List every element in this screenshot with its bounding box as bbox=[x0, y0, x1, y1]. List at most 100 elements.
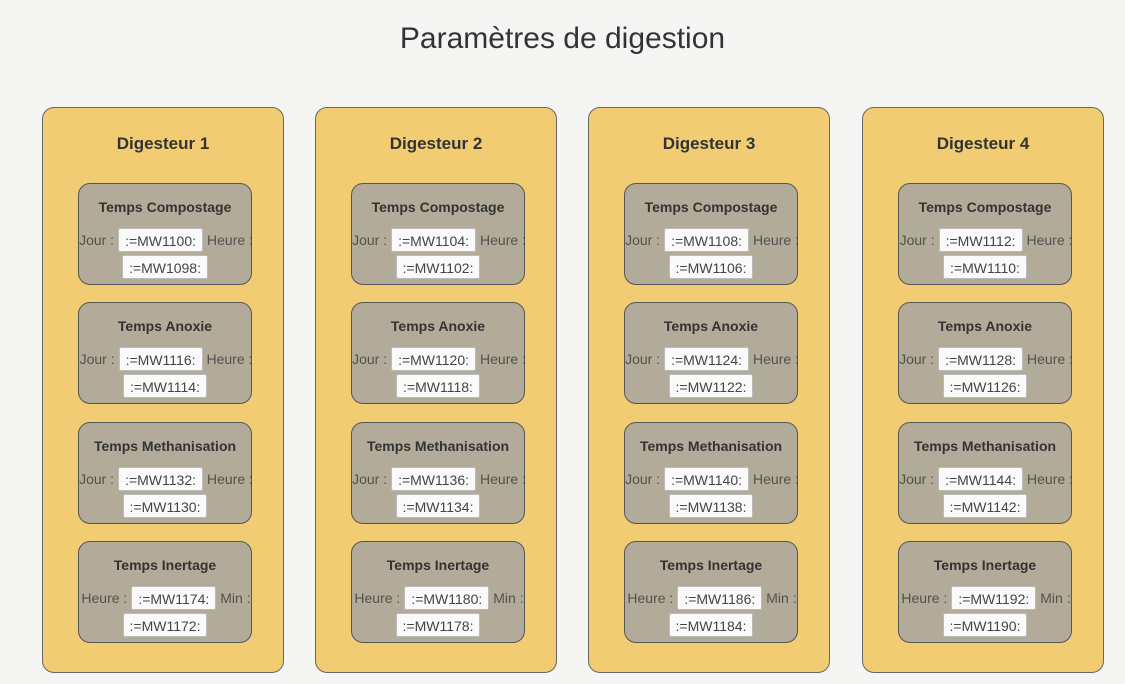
digester-panel-4: Digesteur 4 Temps Compostage Jour : :=MW… bbox=[862, 107, 1104, 673]
digester-title: Digesteur 4 bbox=[936, 134, 1030, 153]
param-box-compostage: Temps Compostage Jour : :=MW1108: Heure … bbox=[624, 183, 799, 285]
value-field[interactable]: :=MW1122: bbox=[668, 374, 754, 398]
value-field[interactable]: :=MW1118: bbox=[396, 374, 480, 398]
value-field[interactable]: :=MW1102: bbox=[395, 255, 481, 279]
param-title: Temps Methanisation bbox=[93, 438, 237, 454]
field-label: Jour : bbox=[352, 232, 388, 248]
param-box-inertage: Temps Inertage Heure : :=MW1186: Min : :… bbox=[624, 541, 798, 643]
field-label: Jour : bbox=[625, 232, 661, 248]
param-box-anoxie: Temps Anoxie Jour : :=MW1120: Heure : :=… bbox=[351, 302, 526, 404]
value-field[interactable]: :=MW1120: bbox=[391, 347, 477, 371]
value-field[interactable]: :=MW1184: bbox=[668, 613, 754, 637]
value-field[interactable]: :=MW1136: bbox=[391, 467, 477, 491]
digester-title: Digesteur 2 bbox=[389, 134, 483, 153]
value-field[interactable]: :=MW1140: bbox=[664, 467, 750, 491]
param-box-compostage: Temps Compostage Jour : :=MW1100: Heure … bbox=[78, 183, 253, 285]
param-box-anoxie: Temps Anoxie Jour : :=MW1116: Heure : :=… bbox=[78, 302, 252, 404]
digester-panel-2: Digesteur 2 Temps Compostage Jour : :=MW… bbox=[315, 107, 557, 673]
field-label: Jour : bbox=[899, 232, 935, 248]
value-field[interactable]: :=MW1138: bbox=[668, 494, 754, 518]
value-field[interactable]: :=MW1098: bbox=[122, 255, 208, 279]
value-field[interactable]: :=MW1172: bbox=[122, 613, 208, 637]
field-label: Heure : bbox=[1027, 351, 1073, 367]
field-label: Jour : bbox=[352, 471, 388, 487]
value-field[interactable]: :=MW1186: bbox=[677, 586, 763, 610]
field-label: Heure : bbox=[901, 590, 948, 606]
value-field[interactable]: :=MW1100: bbox=[118, 228, 204, 252]
field-label: Heure : bbox=[480, 351, 526, 367]
value-field[interactable]: :=MW1112: bbox=[938, 228, 1023, 252]
field-label: Jour : bbox=[79, 471, 115, 487]
param-title: Temps Compostage bbox=[644, 199, 778, 215]
value-field[interactable]: :=MW1178: bbox=[395, 613, 481, 637]
field-label: Min : bbox=[220, 590, 251, 606]
param-title: Temps Inertage bbox=[386, 557, 490, 573]
value-field[interactable]: :=MW1130: bbox=[122, 494, 208, 518]
value-field[interactable]: :=MW1174: bbox=[131, 586, 217, 610]
digester-panel-3: Digesteur 3 Temps Compostage Jour : :=MW… bbox=[588, 107, 830, 673]
value-field[interactable]: :=MW1114: bbox=[123, 374, 207, 398]
field-label: Jour : bbox=[79, 351, 115, 367]
value-field[interactable]: :=MW1108: bbox=[664, 228, 750, 252]
param-box-inertage: Temps Inertage Heure : :=MW1180: Min : :… bbox=[351, 541, 525, 643]
field-label: Heure : bbox=[480, 232, 526, 248]
digester-title: Digesteur 1 bbox=[116, 134, 210, 153]
param-title: Temps Methanisation bbox=[366, 438, 510, 454]
field-label: Heure : bbox=[480, 471, 526, 487]
param-title: Temps Compostage bbox=[371, 199, 505, 215]
param-box-methanisation: Temps Methanisation Jour : :=MW1140: Heu… bbox=[624, 422, 799, 524]
field-label: Heure : bbox=[753, 471, 799, 487]
value-field[interactable]: :=MW1144: bbox=[938, 467, 1024, 491]
param-title: Temps Methanisation bbox=[913, 438, 1057, 454]
value-field[interactable]: :=MW1192: bbox=[951, 586, 1037, 610]
field-label: Min : bbox=[766, 590, 797, 606]
param-box-compostage: Temps Compostage Jour : :=MW1104: Heure … bbox=[351, 183, 526, 285]
field-label: Heure : bbox=[1026, 232, 1073, 248]
field-label: Jour : bbox=[625, 351, 661, 367]
value-field[interactable]: :=MW1128: bbox=[938, 347, 1024, 371]
value-field[interactable]: :=MW1116: bbox=[118, 347, 203, 371]
param-box-compostage: Temps Compostage Jour : :=MW1112: Heure … bbox=[898, 183, 1072, 285]
value-field[interactable]: :=MW1134: bbox=[395, 494, 481, 518]
param-box-inertage: Temps Inertage Heure : :=MW1192: Min : :… bbox=[898, 541, 1072, 643]
field-label: Jour : bbox=[899, 351, 935, 367]
value-field[interactable]: :=MW1110: bbox=[943, 255, 1027, 279]
field-label: Heure : bbox=[1027, 471, 1073, 487]
param-box-methanisation: Temps Methanisation Jour : :=MW1132: Heu… bbox=[78, 422, 253, 524]
param-title: Temps Methanisation bbox=[639, 438, 783, 454]
param-title: Temps Anoxie bbox=[663, 318, 759, 334]
field-label: Jour : bbox=[79, 232, 115, 248]
param-title: Temps Anoxie bbox=[937, 318, 1033, 334]
value-field[interactable]: :=MW1124: bbox=[664, 347, 750, 371]
field-label: Min : bbox=[493, 590, 524, 606]
param-title: Temps Inertage bbox=[933, 557, 1037, 573]
field-label: Jour : bbox=[899, 471, 935, 487]
value-field[interactable]: :=MW1190: bbox=[942, 613, 1028, 637]
value-field[interactable]: :=MW1180: bbox=[404, 586, 490, 610]
field-label: Heure : bbox=[627, 590, 674, 606]
field-label: Heure : bbox=[207, 232, 253, 248]
value-field[interactable]: :=MW1106: bbox=[668, 255, 754, 279]
field-label: Heure : bbox=[206, 351, 253, 367]
field-label: Heure : bbox=[753, 232, 799, 248]
digester-panel-1: Digesteur 1 Temps Compostage Jour : :=MW… bbox=[42, 107, 284, 673]
param-title: Temps Inertage bbox=[113, 557, 217, 573]
param-title: Temps Anoxie bbox=[390, 318, 486, 334]
field-label: Jour : bbox=[352, 351, 388, 367]
param-box-anoxie: Temps Anoxie Jour : :=MW1128: Heure : :=… bbox=[898, 302, 1073, 404]
field-label: Jour : bbox=[625, 471, 661, 487]
param-title: Temps Anoxie bbox=[117, 318, 213, 334]
field-label: Heure : bbox=[207, 471, 253, 487]
value-field[interactable]: :=MW1142: bbox=[942, 494, 1028, 518]
param-title: Temps Inertage bbox=[659, 557, 763, 573]
param-box-methanisation: Temps Methanisation Jour : :=MW1144: Heu… bbox=[898, 422, 1073, 524]
param-box-anoxie: Temps Anoxie Jour : :=MW1124: Heure : :=… bbox=[624, 302, 799, 404]
param-box-methanisation: Temps Methanisation Jour : :=MW1136: Heu… bbox=[351, 422, 526, 524]
value-field[interactable]: :=MW1132: bbox=[118, 467, 204, 491]
param-box-inertage: Temps Inertage Heure : :=MW1174: Min : :… bbox=[78, 541, 252, 643]
value-field[interactable]: :=MW1104: bbox=[391, 228, 477, 252]
param-title: Temps Compostage bbox=[98, 199, 232, 215]
digester-title: Digesteur 3 bbox=[662, 134, 756, 153]
value-field[interactable]: :=MW1126: bbox=[942, 374, 1028, 398]
param-title: Temps Compostage bbox=[918, 199, 1052, 215]
